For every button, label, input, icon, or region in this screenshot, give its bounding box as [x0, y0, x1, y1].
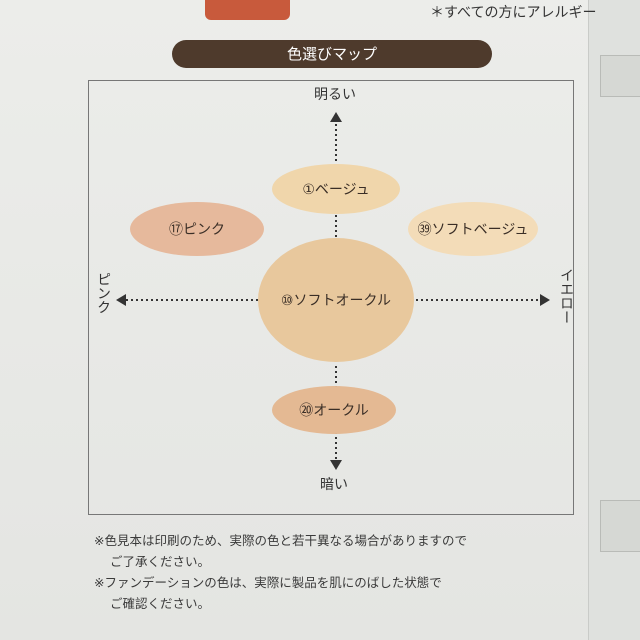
- allergy-note: ＊すべての方にアレルギー: [430, 5, 597, 21]
- axis-label-pink: ピンク: [95, 272, 111, 314]
- shade-39-soft-beige: ㊴ソフトベージュ: [408, 202, 538, 256]
- shade-17-pink: ⑰ピンク: [130, 202, 264, 256]
- note-line-2: ご了承ください。: [110, 554, 211, 569]
- arrow-left-icon: [116, 294, 126, 306]
- shade-10-soft-ochre: ⑩ソフトオークル: [258, 238, 414, 362]
- map-title: 色選びマップ: [286, 45, 377, 63]
- axis-label-yellow: イエロー: [558, 268, 574, 324]
- color-map-frame: [88, 80, 574, 515]
- axis-label-dark: 暗い: [320, 477, 348, 493]
- arrow-right-icon: [540, 294, 550, 306]
- shade-20-ochre: ⑳オークル: [272, 386, 396, 434]
- note-line-3: ※ファンデーションの色は、実際に製品を肌にのばした状態で: [94, 575, 442, 590]
- shade-01-beige: ①ベージュ: [272, 164, 400, 214]
- adjacent-page-box: [600, 500, 640, 552]
- product-bottle-image: [205, 0, 290, 20]
- note-line-1: ※色見本は印刷のため、実際の色と若干異なる場合がありますので: [94, 533, 467, 548]
- arrow-down-icon: [330, 460, 342, 470]
- axis-label-bright: 明るい: [314, 87, 356, 103]
- note-line-4: ご確認ください。: [110, 596, 211, 611]
- arrow-up-icon: [330, 112, 342, 122]
- adjacent-page-box: [600, 55, 640, 97]
- title-bar: [172, 40, 492, 68]
